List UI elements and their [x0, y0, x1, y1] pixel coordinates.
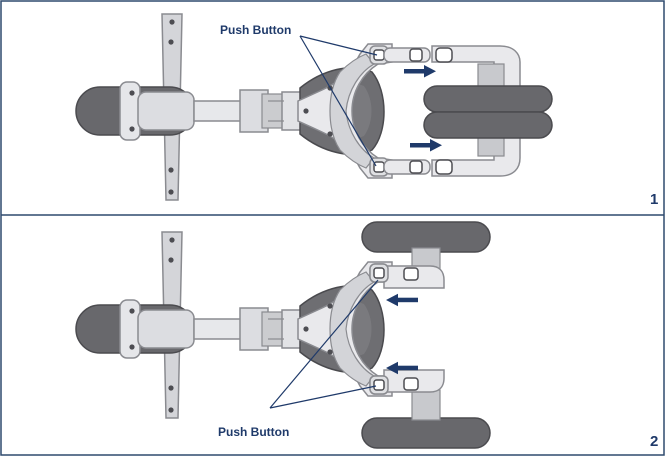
arrow-left-icon: [386, 361, 418, 375]
push-button-label: Push Button: [218, 425, 289, 439]
link-arm-top: [383, 47, 431, 63]
panel-2: Push Button 2: [75, 221, 658, 450]
link-arm-bottom: [383, 159, 431, 175]
front-wheel-module-2: [361, 221, 491, 449]
arrow-left-icon: [386, 293, 418, 307]
callout-line: [299, 35, 378, 56]
arrow-right-icon: [404, 65, 436, 78]
arrow-right-icon: [410, 139, 442, 152]
front-wheel-module-1: [423, 45, 553, 177]
callout-line: [299, 35, 377, 167]
panel-number: 1: [650, 191, 658, 208]
callout-line: [269, 279, 379, 409]
link-knob-bottom: [409, 160, 423, 174]
panel-1: Push Button 1: [75, 13, 658, 208]
link-knob-top: [409, 48, 423, 62]
panel-number: 2: [650, 433, 658, 450]
callout-line: [269, 385, 377, 409]
push-button-label: Push Button: [220, 23, 291, 37]
